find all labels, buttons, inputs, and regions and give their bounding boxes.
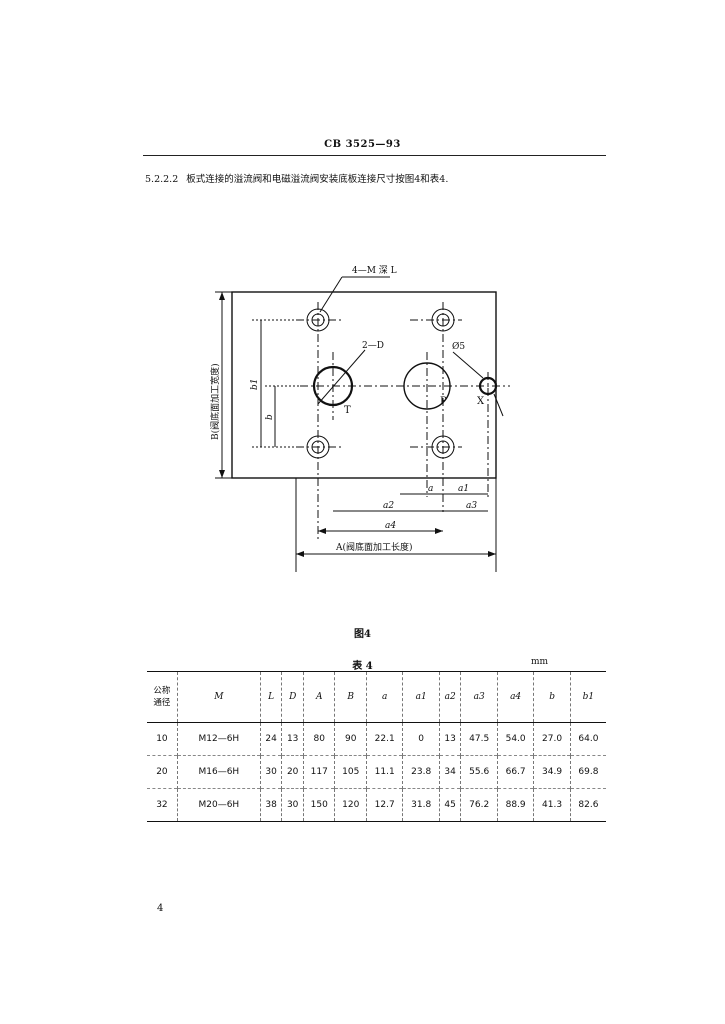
header-a-length: A [302, 671, 335, 723]
pilot-diameter-label: Ø5 [452, 341, 465, 352]
clause-paragraph: 5.2.2.2 板式连接的溢流阀和电磁溢流阀安装底板连接尺寸按图4和表4. [145, 171, 448, 185]
figure-caption: 图4 [354, 629, 371, 640]
port-p-label: P [440, 396, 447, 407]
table-title: 表 4 [352, 661, 373, 672]
header-m: M [176, 671, 261, 723]
header-a3: a3 [460, 671, 498, 723]
page-number: 4 [157, 903, 164, 914]
header-divider [143, 155, 606, 156]
mounting-plate-figure: 4—M 深 L 2—D Ø5 T P X a a1 a2 a3 a4 A(阀底面… [209, 265, 510, 572]
header-b: b [533, 671, 571, 723]
clause-number: 5.2.2.2 [145, 174, 179, 185]
clause-text: 板式连接的溢流阀和电磁溢流阀安装底板连接尺寸按图4和表4. [186, 174, 449, 185]
port-diameter-label: 2—D [362, 341, 384, 351]
dim-b1-label: b1 [250, 379, 260, 391]
port-x-label: X [477, 396, 485, 407]
plate-outline [231, 291, 497, 479]
table-header-row: 公称 通径 M L D A B a a1 a2 a3 a4 b b1 [147, 671, 606, 723]
dim-b-axis-label: B(阀底面加工宽度) [209, 363, 221, 440]
dimension-table: 公称 通径 M L D A B a a1 a2 a3 a4 b b1 10 M1… [147, 671, 606, 822]
header-a4: a4 [496, 671, 534, 723]
dim-a4-label: a4 [385, 521, 396, 531]
document-code: CB 3525—93 [324, 139, 401, 150]
thread-hole-label: 4—M 深 L [352, 265, 397, 276]
header-a1: a1 [402, 671, 440, 723]
table-row: 20 M16—6H 30 20 117 105 11.1 23.8 34 55.… [147, 755, 606, 789]
dim-a1-label: a1 [458, 484, 469, 494]
table-row: 10 M12—6H 24 13 80 90 22.1 0 13 47.5 54.… [147, 722, 606, 756]
table-row: 32 M20—6H 38 30 150 120 12.7 31.8 45 76.… [147, 788, 606, 822]
port-t-label: T [344, 405, 351, 416]
dim-a-axis-label: A(阀底面加工长度) [335, 541, 413, 553]
dim-a-label: a [428, 484, 433, 494]
header-b1: b1 [569, 671, 606, 723]
dim-b-label: b [265, 414, 275, 420]
header-a: a [365, 671, 403, 723]
header-b-width: B [334, 671, 367, 723]
header-d: D [281, 671, 304, 723]
header-nominal-size: 公称 通径 [153, 686, 171, 708]
table-unit: mm [531, 657, 549, 667]
dim-a3-label: a3 [466, 501, 477, 511]
header-l: L [259, 671, 282, 723]
dim-a2-label: a2 [383, 501, 394, 511]
header-a2: a2 [438, 671, 461, 723]
